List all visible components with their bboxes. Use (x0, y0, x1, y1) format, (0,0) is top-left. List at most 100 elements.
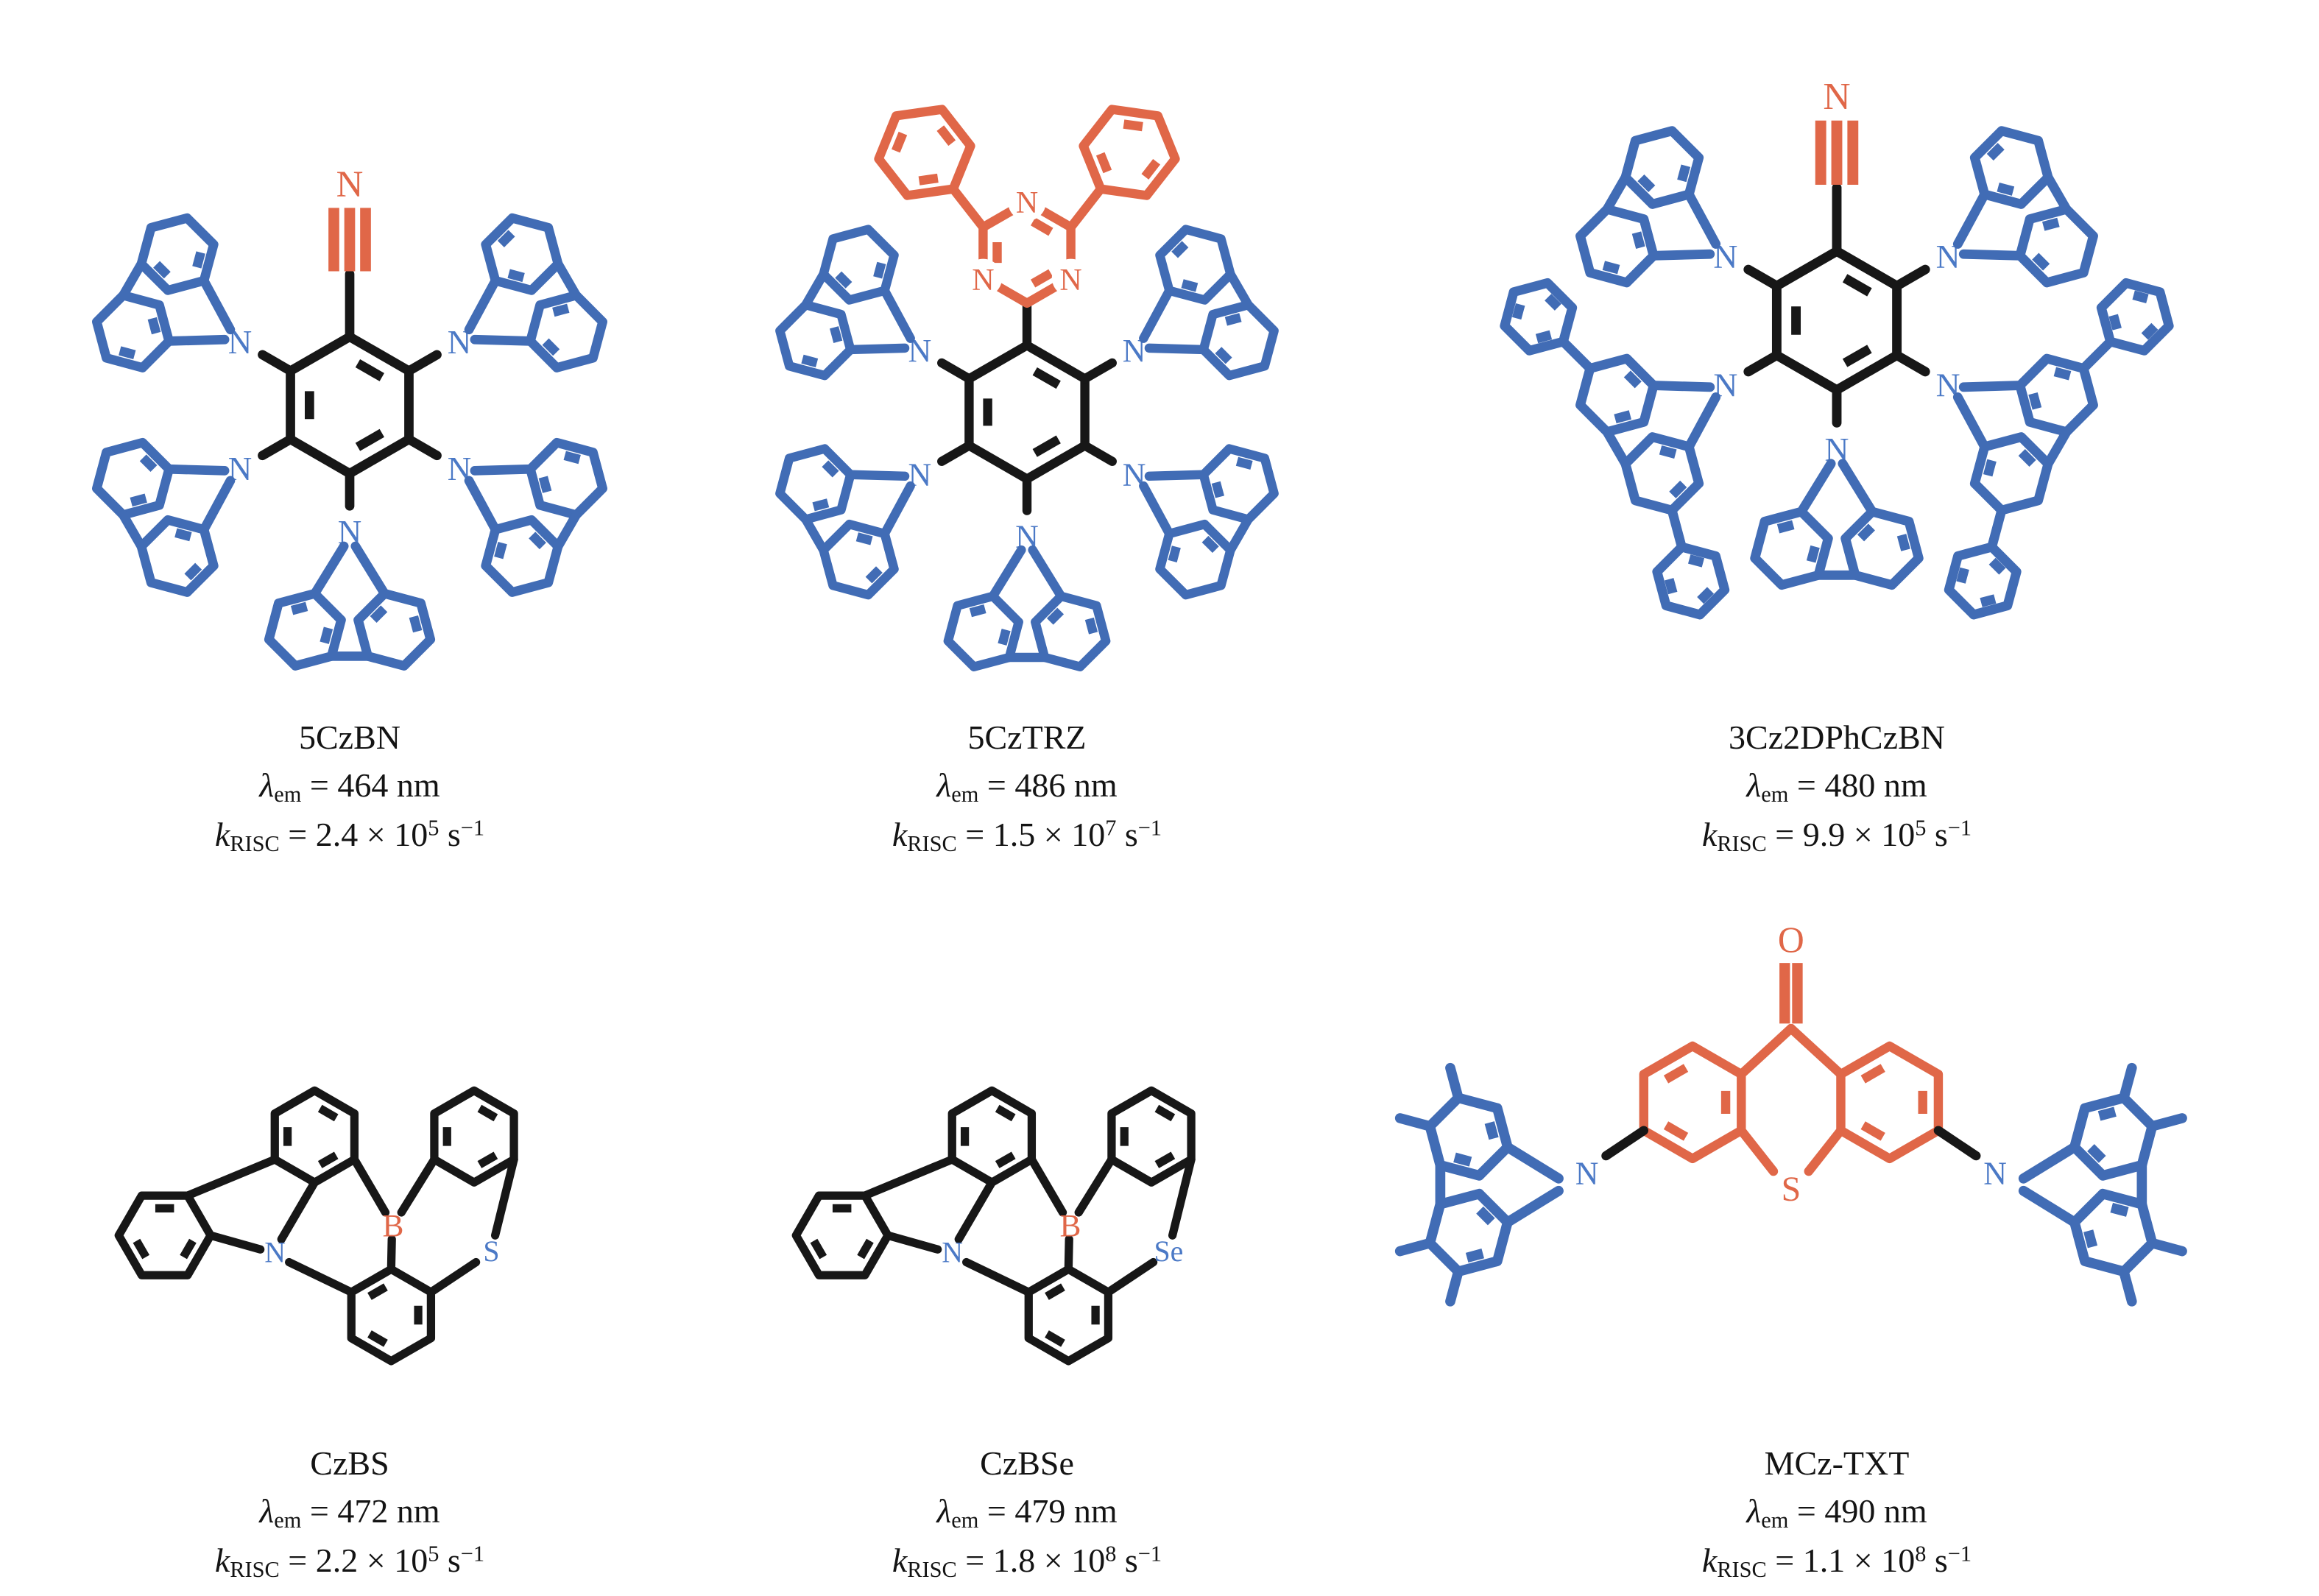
double-bond-dash (2042, 217, 2060, 231)
bond (1667, 505, 1687, 552)
bond (1226, 269, 1253, 310)
krisc-symbol: k (1701, 1542, 1718, 1579)
risc-subscript: RISC (230, 830, 280, 856)
atom-label-N: N (336, 163, 364, 205)
label-mask (1008, 183, 1046, 221)
benzene-ring (2096, 278, 2174, 356)
s-unit: s (447, 1542, 461, 1579)
bond (183, 1155, 279, 1200)
double-bond-dash (1688, 554, 1705, 568)
double-bond-dash (835, 271, 853, 289)
bond (553, 258, 582, 300)
carbazole-unit (464, 213, 607, 372)
double-bond-dash (1806, 545, 1820, 563)
equals-sign: = (986, 1492, 1006, 1530)
bond (258, 350, 295, 375)
krisc-symbol: k (892, 816, 908, 853)
double-bond-dash (1545, 293, 1561, 311)
double-bond-dash (855, 532, 873, 545)
double-bond-dash (969, 604, 986, 617)
double-bond-dash (1896, 533, 1910, 551)
bond (1558, 336, 1595, 373)
atom-label-N: N (1983, 1155, 2007, 1191)
double-bond-dash (1677, 164, 1691, 182)
bond (1503, 1142, 1564, 1184)
bond (1987, 505, 2007, 552)
double-bond-dash (1983, 459, 1997, 477)
atom-label-N: N (1016, 186, 1038, 220)
s-unit: s (447, 816, 461, 853)
bond (164, 464, 230, 476)
lambda-symbol: λ (1746, 1492, 1762, 1530)
double-bond-dash (1476, 1206, 1495, 1226)
lambda-symbol: λ (259, 1492, 275, 1530)
double-bond-dash (355, 359, 384, 381)
carbazole-unit (1139, 444, 1279, 600)
double-bond-dash (507, 269, 525, 282)
double-bond-dash (1997, 182, 2015, 196)
double-bond-dash (367, 1330, 388, 1347)
atom-label-N: N (264, 1235, 286, 1268)
benzene-ring (1652, 542, 1730, 620)
double-bond-dash (147, 317, 161, 334)
em-subscript: em (1761, 1507, 1789, 1533)
double-bond-dash (995, 1104, 1016, 1121)
bond (937, 440, 974, 466)
atom-label-S: S (483, 1235, 499, 1268)
times-ten: × 10 (1853, 816, 1916, 853)
bond (2043, 172, 2072, 214)
bond (1139, 286, 1174, 343)
bond (1064, 1235, 1073, 1274)
bond (118, 509, 147, 551)
risc-subscript: RISC (230, 1556, 280, 1582)
equals-sign: = (309, 1492, 329, 1530)
double-bond-dash (1453, 1152, 1472, 1167)
times-ten: × 10 (366, 1542, 428, 1579)
bond (2147, 1237, 2187, 1257)
double-bond-dash (320, 626, 333, 644)
bond (861, 1155, 956, 1200)
bond (404, 350, 442, 375)
double-bond-dash (1215, 346, 1232, 364)
inverse-exponent: −1 (1137, 815, 1162, 841)
atom-label-N: N (942, 1235, 963, 1268)
double-bond-dash (1084, 617, 1098, 635)
double-bond-dash (812, 498, 830, 512)
double-bond-dash (184, 562, 202, 581)
caption-5cztrz: 5CzTRZ λem = 486 nm kRISC = 1.5 × 107 s−… (892, 713, 1162, 860)
double-bond-dash (1154, 1104, 1176, 1121)
k-value: 1.5 (992, 816, 1036, 853)
double-bond-dash (1857, 523, 1875, 542)
s-unit: s (1934, 1542, 1948, 1579)
double-bond-dash (153, 261, 171, 278)
bond (1080, 358, 1117, 384)
double-bond-dash (998, 628, 1011, 646)
s-unit: s (1124, 816, 1138, 853)
lambda-value: 480 (1824, 766, 1876, 804)
atom-label-N: N (1823, 76, 1850, 118)
double-bond-dash (1988, 557, 2006, 575)
benzene-ring (1079, 105, 1180, 200)
bond (1684, 189, 1721, 249)
double-bond-dash (1168, 545, 1181, 562)
double-bond-dash (810, 1238, 827, 1260)
equals-sign: = (1796, 766, 1816, 804)
bond (1028, 545, 1066, 601)
lambda-value: 464 (337, 766, 389, 804)
bond (880, 286, 915, 343)
bond (1080, 440, 1117, 466)
double-bond-dash (409, 615, 423, 632)
inverse-exponent: −1 (1137, 1541, 1162, 1567)
double-bond-dash (873, 261, 886, 279)
bond (2119, 1062, 2137, 1104)
carbazole-unit (1575, 125, 1721, 287)
double-bond-dash (1697, 587, 1715, 604)
bond (470, 334, 535, 346)
bond (883, 1231, 942, 1254)
inverse-exponent: −1 (460, 815, 485, 841)
double-bond-dash (2110, 1202, 2129, 1217)
benzene-ring (92, 290, 174, 372)
